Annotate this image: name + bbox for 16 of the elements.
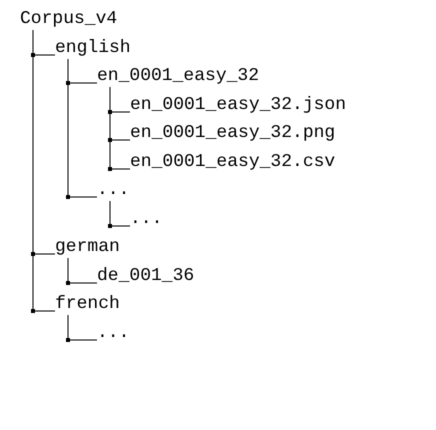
folder-name: french (55, 293, 120, 315)
tree-connector (32, 30, 56, 312)
tree-connector (110, 200, 130, 226)
tree-connector (68, 314, 98, 340)
folder-name: en_0001_easy_32 (97, 65, 260, 87)
folder-name: german (55, 236, 120, 258)
folder-name: en_0001_easy_32.png (130, 122, 336, 144)
folder-name: ... (130, 208, 162, 230)
folder-name: ... (97, 322, 130, 344)
folder-name: en_0001_easy_32.csv (130, 150, 336, 172)
folder-name: de_001_36 (97, 264, 194, 286)
folder-name: en_0001_easy_32.json (130, 94, 346, 116)
folder-name: english (55, 36, 131, 58)
folder-name: ... (97, 179, 130, 201)
folder-name: Corpus_v4 (20, 8, 118, 30)
tree-connector (68, 258, 98, 284)
